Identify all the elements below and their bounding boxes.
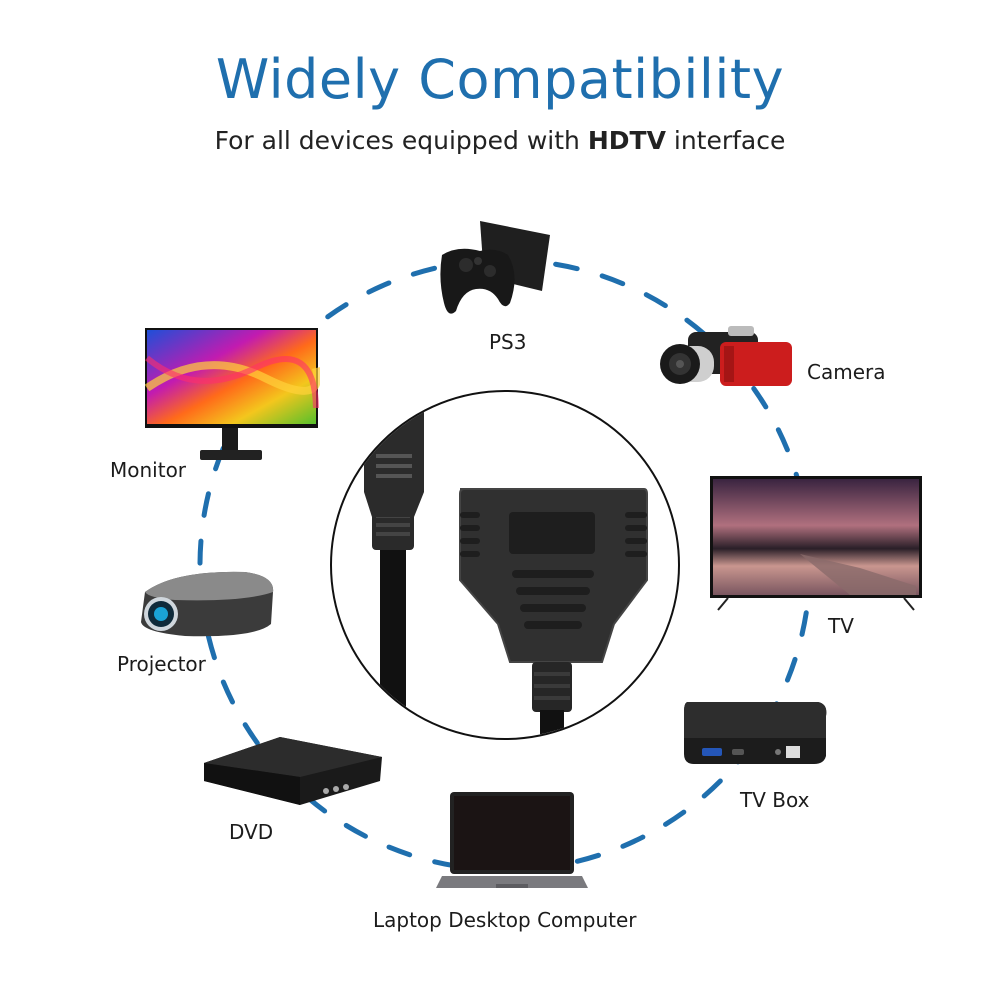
center-product-lens: [330, 390, 680, 740]
label-tv-box: TV Box: [740, 788, 810, 812]
device-laptop: [432, 790, 592, 896]
label-dvd: DVD: [229, 820, 274, 844]
device-ps3: [438, 215, 558, 339]
label-monitor: Monitor: [110, 458, 187, 482]
hdmi-splitter-icon: [364, 412, 648, 738]
device-monitor: [144, 328, 322, 467]
device-camera: [658, 320, 798, 399]
label-camera: Camera: [807, 360, 886, 384]
label-ps3: PS3: [489, 330, 527, 354]
tv-icon: [710, 476, 922, 611]
device-tv-box: [680, 698, 830, 772]
device-tv: [710, 476, 924, 620]
monitor-icon: [144, 328, 322, 460]
label-laptop: Laptop Desktop Computer: [373, 908, 637, 932]
device-dvd: [200, 735, 385, 809]
subtitle-pre: For all devices equipped with: [214, 126, 580, 155]
projector-icon: [141, 571, 274, 637]
subtitle-bold: HDTV: [587, 126, 666, 155]
page-subtitle: For all devices equipped with HDTV inter…: [0, 126, 1000, 155]
laptop-icon: [436, 792, 588, 888]
game-console-icon: [440, 221, 550, 314]
label-projector: Projector: [117, 652, 206, 676]
tv-box-icon: [684, 702, 827, 764]
label-tv: TV: [828, 614, 854, 638]
subtitle-post: interface: [673, 126, 786, 155]
dvd-player-icon: [204, 737, 382, 805]
page-title: Widely Compatibility: [215, 48, 785, 111]
camcorder-icon: [660, 326, 792, 386]
device-projector: [135, 562, 280, 651]
